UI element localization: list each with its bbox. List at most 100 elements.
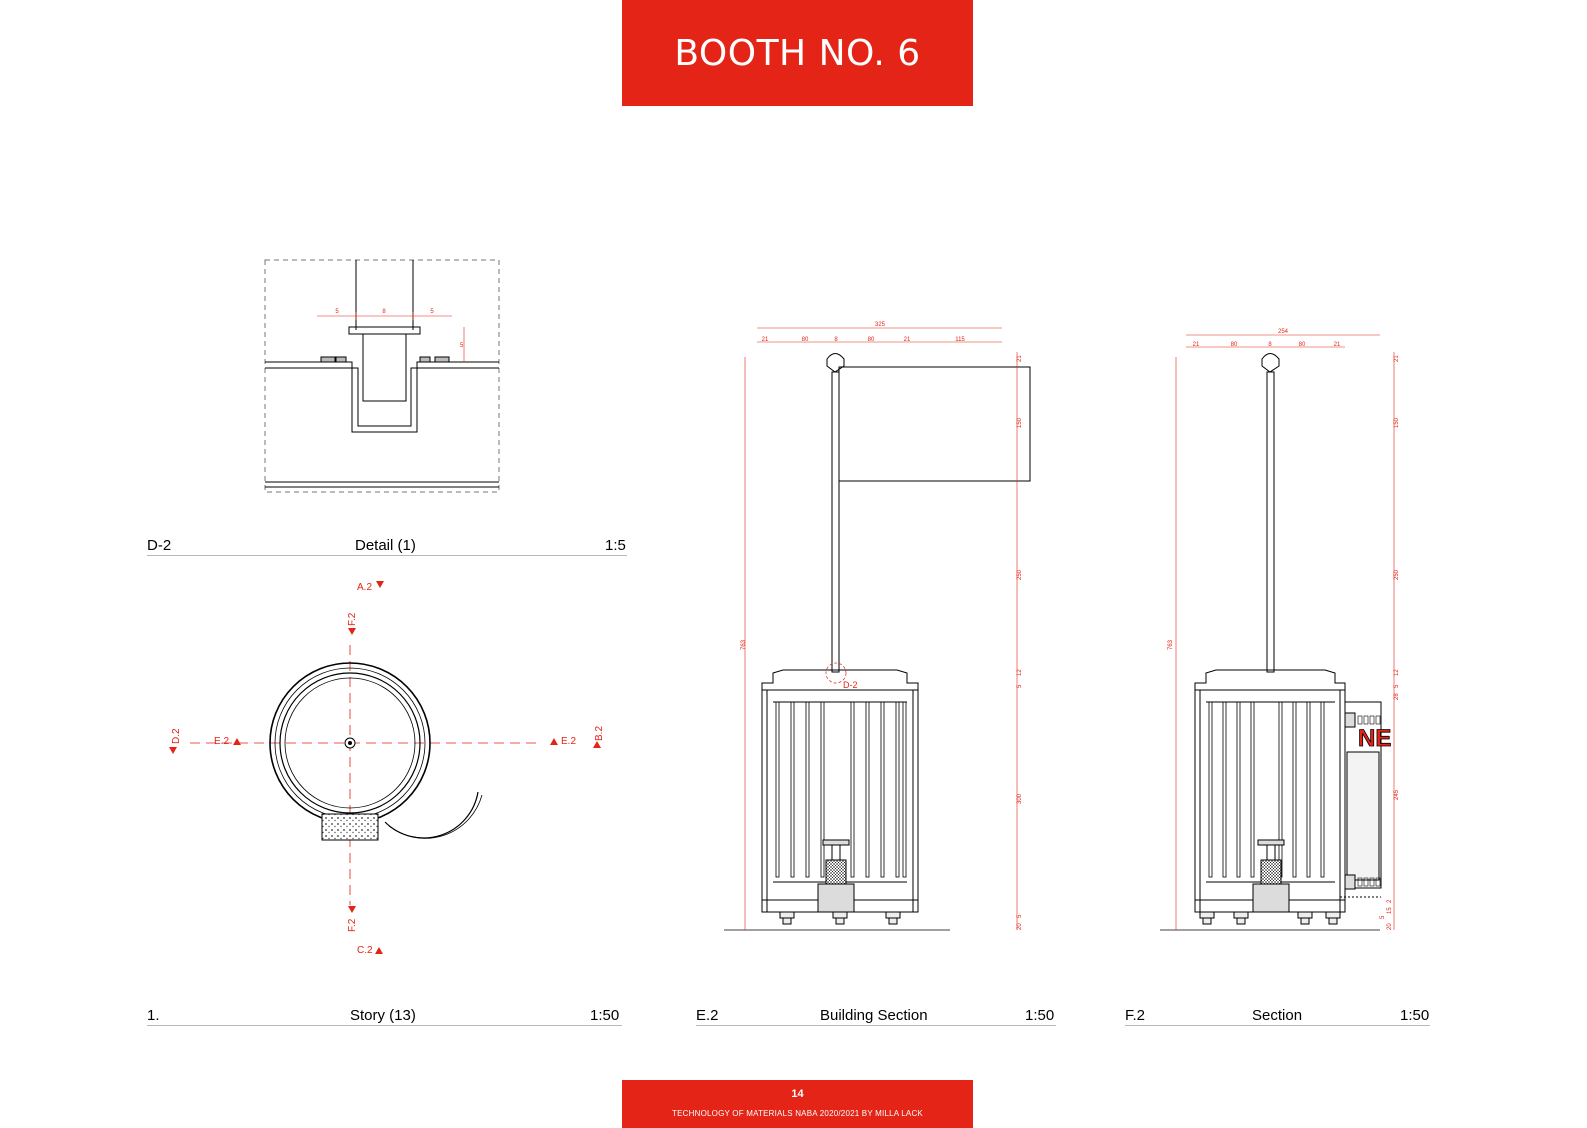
s-dim-r5: 12 (1394, 669, 1400, 676)
s-sign-panel (1346, 751, 1380, 881)
building-section-label-line (696, 1025, 1056, 1026)
s-dim-r2: 150 (1394, 417, 1400, 428)
s-sign-frame (1344, 701, 1382, 889)
marker-f2-bottom-icon (348, 906, 356, 913)
bs-feet (779, 911, 901, 925)
s-dim-total: 254 (1278, 329, 1289, 335)
s-tee-plate (1257, 839, 1285, 846)
s-tee-stem (1266, 844, 1276, 861)
marker-e2-left: E.2 (214, 736, 229, 747)
plan-code: 1. (147, 1007, 160, 1024)
bs-detail-callout: D-2 (843, 680, 858, 690)
detail-socket-inner (265, 367, 499, 427)
s-feet (1199, 911, 1341, 925)
bs-dim-r4: 5 (1017, 684, 1023, 688)
plan-sign-arc-inner (388, 794, 483, 839)
bs-dim-r5: 12 (1017, 669, 1023, 676)
detail-post-insert (362, 333, 407, 402)
detail-name: Detail (1) (355, 537, 416, 554)
s-lid (1194, 669, 1346, 691)
bs-tee-stem (831, 844, 841, 861)
plan-label-line (147, 1025, 622, 1026)
section-drawing (1160, 334, 1395, 931)
bs-lid (761, 669, 919, 691)
detail-dim-1: 5 (335, 309, 339, 315)
bs-flag-pole (831, 371, 840, 673)
s-dim-s2: 80 (1231, 342, 1238, 348)
detail-dim-2: 8 (382, 309, 386, 315)
s-sign-bracket-top (1344, 712, 1356, 728)
detail-bolt-4 (434, 356, 450, 363)
s-dim-s5: 21 (1334, 342, 1341, 348)
detail-scale: 1:5 (605, 537, 626, 554)
bs-dim-s5: 21 (904, 337, 911, 343)
s-dim-r6: 28 (1394, 693, 1400, 700)
marker-a2-icon (376, 581, 384, 588)
bs-dim-s2: 80 (802, 337, 809, 343)
s-dim-r3: 250 (1394, 569, 1400, 580)
s-flag-pole (1266, 371, 1275, 673)
s-sign-bolts (1357, 715, 1381, 887)
s-dim-r4: 5 (1394, 684, 1400, 688)
plan-circles (269, 662, 431, 824)
marker-c2: C.2 (357, 945, 373, 956)
marker-d2-icon (169, 747, 177, 754)
s-dim-r7: 245 (1394, 789, 1400, 800)
page-title: BOOTH NO. 6 (674, 32, 921, 74)
footer-bar: 14 TECHNOLOGY OF MATERIALS NABA 2020/202… (622, 1080, 973, 1128)
bs-dim-r3: 250 (1017, 569, 1023, 580)
plan-axes (190, 645, 540, 905)
detail-bolt-2 (335, 356, 347, 363)
detail-dimensions (317, 312, 465, 362)
bs-dim-r2: 150 (1017, 417, 1023, 428)
marker-e2-left-icon (233, 738, 241, 745)
bs-flag-panel (838, 366, 1031, 482)
bs-dim-r8: 5 (1017, 914, 1023, 918)
s-dim-s3: 8 (1268, 342, 1272, 348)
plan-drawing (169, 581, 601, 954)
bs-tee-plate (822, 839, 850, 846)
bs-dim-r6: 300 (1017, 793, 1023, 804)
s-dim-height: 763 (1168, 639, 1174, 650)
plan-sign-arc (384, 791, 479, 839)
bs-dim-height: 763 (741, 639, 747, 650)
bs-dim-s3: 8 (834, 337, 838, 343)
bs-dimension-lines (744, 327, 1018, 930)
s-pole-finial (1261, 353, 1280, 373)
plan-center-dot (348, 741, 352, 745)
detail-top-plate (348, 326, 421, 335)
bs-dim-s1: 21 (762, 337, 769, 343)
building-section-scale: 1:50 (1025, 1007, 1055, 1024)
marker-f2-bottom: F.2 (347, 918, 358, 932)
s-sign-lettering: NE (1358, 725, 1391, 752)
s-dim-s4: 80 (1299, 342, 1306, 348)
s-dim-r8: 2 (1387, 899, 1393, 903)
detail-dim-3: 5 (430, 309, 434, 315)
detail-label-line (147, 555, 627, 556)
bs-detail-callout-circle (825, 662, 847, 684)
section-scale: 1:50 (1400, 1007, 1430, 1024)
plan-name: Story (13) (350, 1007, 416, 1024)
detail-drawing (264, 259, 500, 493)
bs-dim-total: 325 (875, 322, 886, 328)
footer-credit: TECHNOLOGY OF MATERIALS NABA 2020/2021 B… (672, 1109, 923, 1118)
bs-dim-s6: 115 (955, 337, 965, 343)
marker-d2: D.2 (171, 728, 182, 744)
bs-dim-r7: 20 (1017, 923, 1023, 930)
bs-socket-block (817, 883, 855, 913)
building-section-drawing (724, 327, 1031, 931)
plan-scale: 1:50 (590, 1007, 620, 1024)
marker-b2-icon (593, 741, 601, 748)
section-name: Section (1252, 1007, 1303, 1024)
detail-dim-4: 5 (460, 343, 464, 349)
marker-f2-top: F.2 (347, 612, 358, 626)
marker-b2: B.2 (594, 726, 605, 741)
s-dim-r1: 21 (1394, 355, 1400, 362)
detail-bolt-1 (320, 356, 336, 363)
s-sign-bracket-bottom (1344, 874, 1356, 890)
bs-dim-r1: 21 (1017, 355, 1023, 362)
bs-pole-finial (826, 353, 845, 373)
marker-a2: A.2 (357, 582, 372, 593)
marker-e2-right-icon (550, 738, 558, 745)
